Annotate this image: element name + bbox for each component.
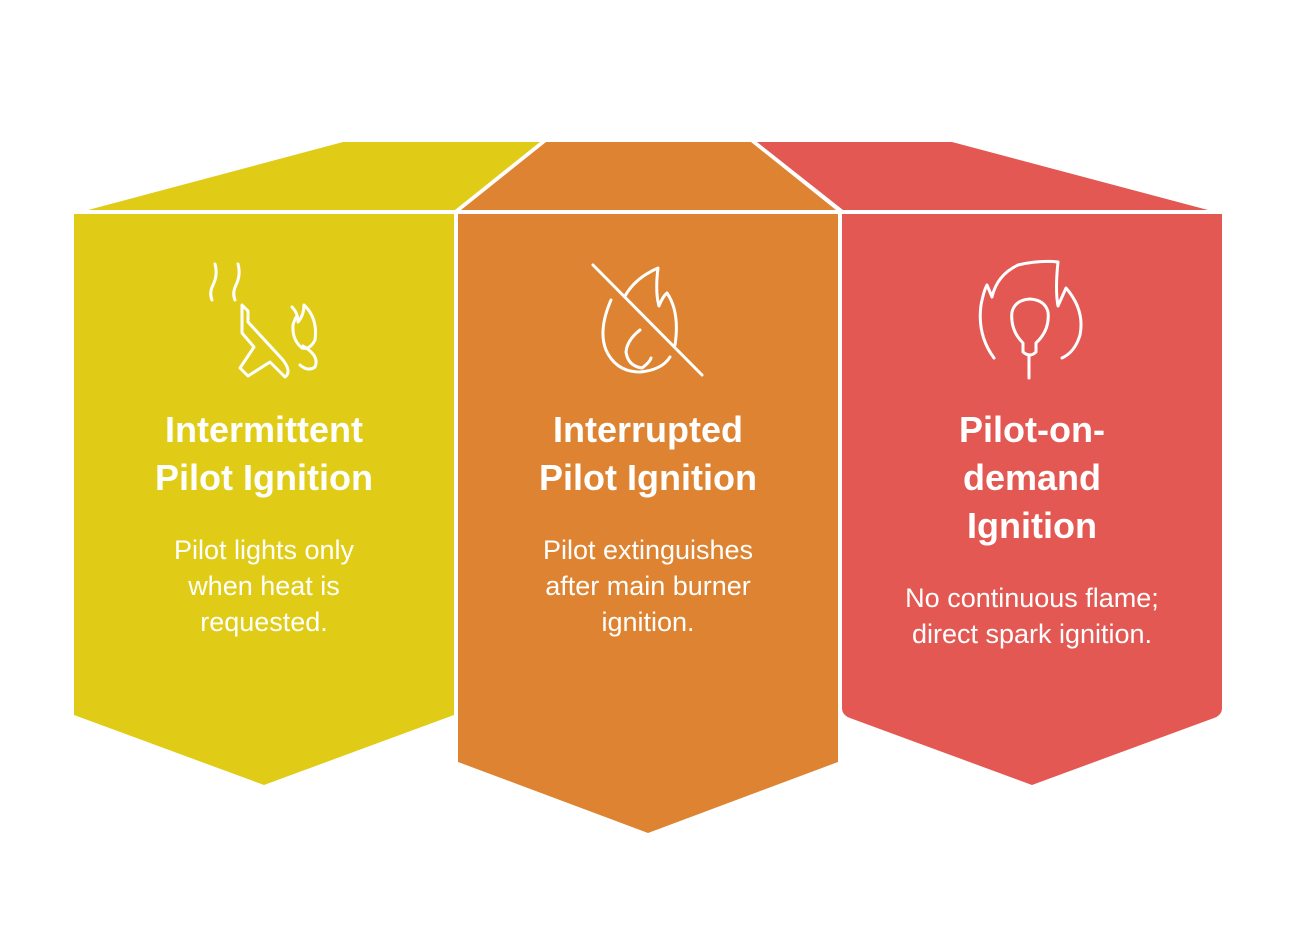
panel-pilot-on-demand <box>842 214 1222 785</box>
title-line: Interrupted <box>552 409 743 450</box>
card-description: Pilot extinguishes after main burner ign… <box>542 535 754 637</box>
smoldering-log-fire-icon <box>209 262 318 379</box>
card-interrupted: Interrupted Pilot Ignition Pilot extingu… <box>458 406 838 640</box>
card-description: Pilot lights only when heat is requested… <box>173 535 355 637</box>
title-line: Intermittent <box>165 409 363 450</box>
card-description: No continuous flame; direct spark igniti… <box>905 583 1159 649</box>
title-line: Pilot-on- <box>959 409 1105 450</box>
roof-intermittent <box>88 142 540 210</box>
card-intermittent: Intermittent Pilot Ignition Pilot lights… <box>74 406 454 640</box>
card-title: Intermittent Pilot Ignition <box>74 406 454 502</box>
title-line: Pilot Ignition <box>539 457 757 498</box>
no-fire-icon <box>591 263 704 377</box>
card-title: Interrupted Pilot Ignition <box>458 406 838 502</box>
panel-intermittent <box>74 214 454 785</box>
title-line: Pilot Ignition <box>155 457 373 498</box>
roof-pilot-on-demand <box>757 142 1208 210</box>
flame-bulb-icon <box>978 259 1083 380</box>
roof-interrupted <box>461 142 836 210</box>
title-line: Ignition <box>967 505 1097 546</box>
card-title: Pilot-on- demand Ignition <box>842 406 1222 550</box>
card-pilot-on-demand: Pilot-on- demand Ignition No continuous … <box>842 406 1222 652</box>
title-line: demand <box>962 457 1102 498</box>
panel-interrupted <box>458 214 838 833</box>
